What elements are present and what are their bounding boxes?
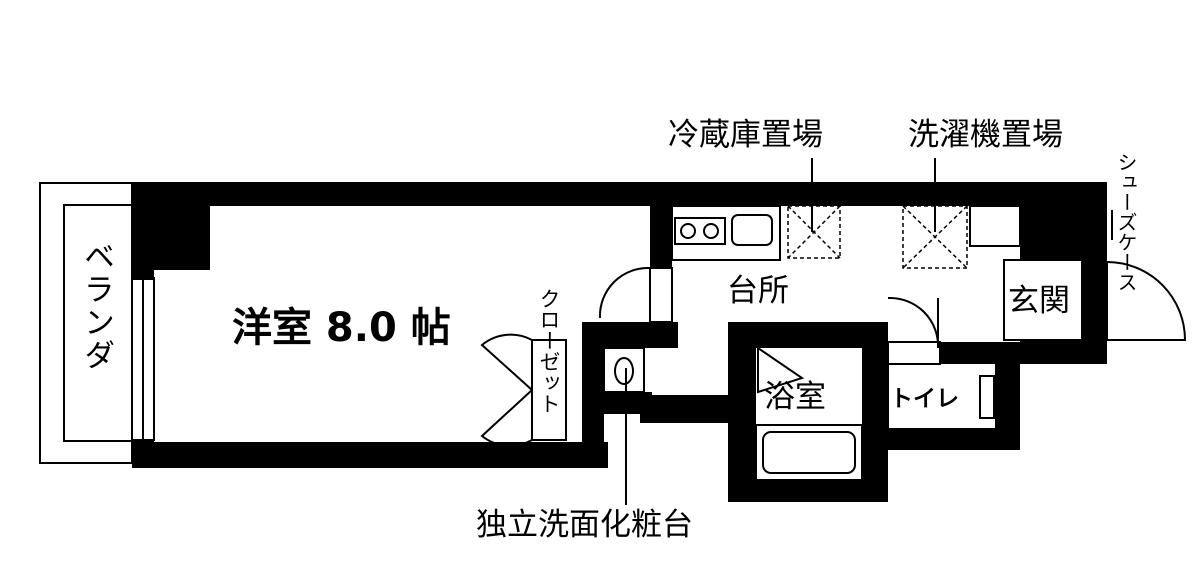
kitchen-label: 台所 xyxy=(727,273,789,309)
washer-space-label: 洗濯機置場 xyxy=(908,117,1063,153)
closet-label: クローゼット xyxy=(537,288,561,414)
appliance-spaces xyxy=(787,205,968,269)
toilet-label: トイレ xyxy=(890,386,959,412)
vanity-unit xyxy=(603,347,645,393)
veranda-label: ベランダ xyxy=(78,240,114,372)
shoe-case-box xyxy=(969,205,1021,247)
main-room-label: 洋室 8.0 帖 xyxy=(232,305,451,351)
shoe-case-label: シューズケース xyxy=(1114,152,1138,292)
toilet-fixture xyxy=(887,364,995,428)
vanity-label: 独立洗面化粧台 xyxy=(476,507,693,543)
walls xyxy=(132,182,1107,502)
bathroom-label: 浴室 xyxy=(764,379,826,415)
leader-lines xyxy=(625,158,1113,505)
entrance-step xyxy=(1003,259,1083,341)
bathtub xyxy=(755,346,863,481)
fridge-space-label: 冷蔵庫置場 xyxy=(668,117,823,153)
entrance-label: 玄関 xyxy=(1008,283,1070,319)
kitchen-counter xyxy=(671,205,781,261)
